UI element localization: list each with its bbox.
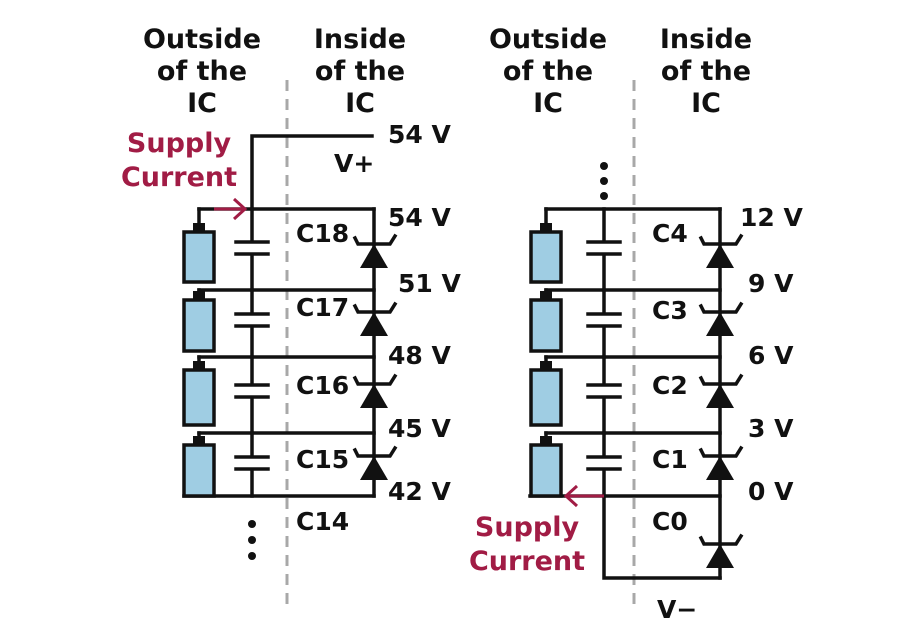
zener-diode [698,233,744,268]
zener-diode [698,301,744,336]
zener-diode [698,373,744,408]
right-voltage-label: 3 V [748,414,794,443]
right-voltage-label: 6 V [748,341,794,370]
left-voltage-label: 45 V [388,414,451,443]
left-continuation-dots [248,520,256,560]
zener-diode [352,373,398,408]
left-supply-label-line1: Supply [127,128,232,159]
left-inside-header-line2: of the [315,56,405,87]
battery-cell-terminal [540,436,552,445]
left-vplus-label: V+ [334,149,374,178]
right-outside-header-line3: IC [533,88,563,119]
battery-cell [182,443,216,498]
zener-diode [352,301,398,336]
zener-diode [352,233,398,268]
right-channel-label: C2 [652,371,688,400]
left-outside-header-line2: of the [157,56,247,87]
battery-cell-terminal [193,223,205,232]
right-outside-header-line1: Outside [489,24,607,55]
left-channel-label: C16 [296,371,349,400]
battery-cell [182,368,216,427]
left-supply-current-arrow [214,197,248,221]
right-stack: Supply Current C4 C3 C2 C1 C0 12 V 9 V 6… [469,162,803,624]
zener-diode [698,445,744,480]
zener-diode [352,445,398,480]
battery-cell [529,230,563,284]
right-vminus-wire [602,494,722,580]
right-vminus-label: V− [657,595,697,624]
battery-cell-terminal [540,361,552,370]
battery-cell [529,298,563,353]
right-continuation-dots [600,162,608,200]
left-voltage-label: 48 V [388,341,451,370]
right-voltage-label: 9 V [748,269,794,298]
left-inside-header-line1: Inside [314,24,406,55]
right-supply-label-line1: Supply [475,512,580,543]
right-inside-header-line2: of the [661,56,751,87]
capacitor [586,431,622,498]
battery-cell [182,230,216,284]
left-outside-header-line3: IC [187,88,217,119]
battery-cell [182,298,216,353]
battery-cell-terminal [193,291,205,300]
zener-diode [698,533,744,568]
right-outside-header-line2: of the [503,56,593,87]
capacitor [234,207,270,292]
right-inside-header-line3: IC [691,88,721,119]
right-channel-label: C0 [652,507,688,536]
left-vplus-wire [250,134,374,211]
left-stack: Supply Current 54 V V+ C18 C17 C16 C15 C… [121,120,461,560]
battery-cell-terminal [193,436,205,445]
right-inside-header-line1: Inside [660,24,752,55]
left-voltage-label: 54 V [388,203,451,232]
capacitor [586,288,622,359]
capacitor [234,355,270,435]
left-channel-label: C14 [296,507,349,536]
left-channel-label: C15 [296,445,349,474]
left-supply-label-line2: Current [121,162,237,193]
capacitor [586,355,622,435]
right-voltage-label: 0 V [748,477,794,506]
battery-cell [529,443,563,498]
left-voltage-label: 51 V [398,269,461,298]
right-voltage-label: 12 V [740,203,803,232]
left-channel-label: C17 [296,293,349,322]
left-voltage-label: 42 V [388,477,451,506]
capacitor [586,207,622,292]
capacitor [234,431,270,498]
battery-cell-terminal [540,223,552,232]
capacitor [234,288,270,359]
battery-cell-terminal [540,291,552,300]
right-supply-label-line2: Current [469,546,585,577]
battery-cell-terminal [193,361,205,370]
battery-cell [529,368,563,427]
left-vplus-voltage: 54 V [388,120,451,149]
right-channel-label: C1 [652,445,688,474]
right-channel-label: C3 [652,296,688,325]
left-outside-header-line1: Outside [143,24,261,55]
left-inside-header-line3: IC [345,88,375,119]
right-channel-label: C4 [652,219,688,248]
left-channel-label: C18 [296,219,349,248]
right-supply-current-arrow [563,484,604,508]
